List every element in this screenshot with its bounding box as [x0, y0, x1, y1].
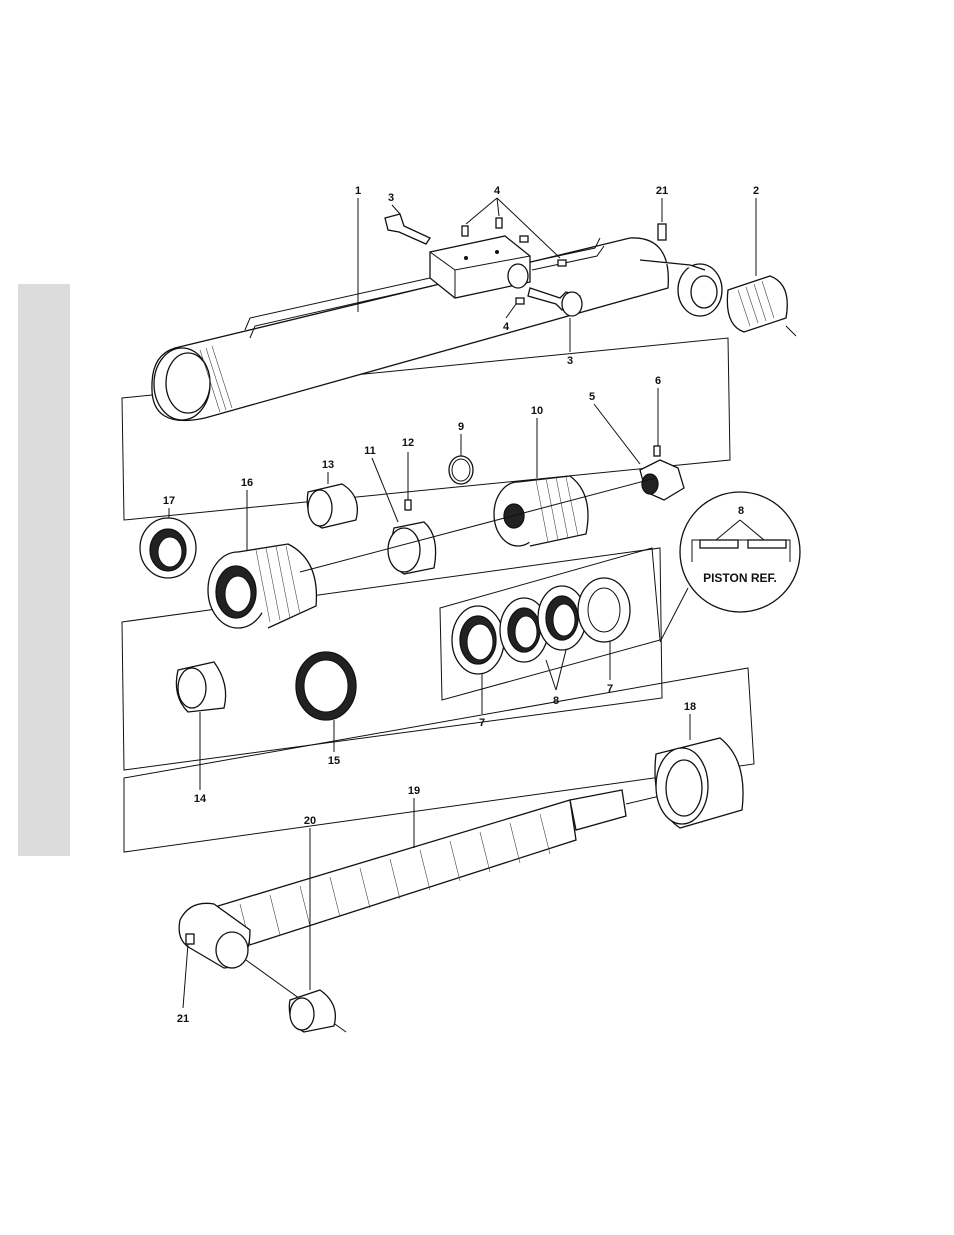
grease-fitting-top — [658, 224, 666, 240]
callout-10: 10 — [531, 405, 543, 417]
grease-fitting-bottom — [186, 934, 194, 944]
callout-6: 6 — [655, 375, 661, 387]
callout-20: 20 — [304, 815, 316, 827]
callout-8-inset: 8 — [738, 505, 744, 517]
plug-4c — [520, 236, 528, 242]
callout-9: 9 — [458, 421, 464, 433]
callout-15: 15 — [328, 755, 340, 767]
rod-assembly — [124, 668, 754, 1032]
piston-ref-label: PISTON REF. — [703, 571, 777, 585]
plug-4b — [496, 218, 502, 228]
piston-gland-group — [122, 388, 800, 790]
callout-4-lower: 4 — [503, 321, 510, 333]
callout-16: 16 — [241, 477, 253, 489]
barrel-end-inner — [166, 353, 210, 413]
callout-3-lower: 3 — [567, 355, 573, 367]
callout-4-upper: 4 — [494, 185, 501, 197]
callout-7-right: 7 — [607, 683, 613, 695]
callout-2: 2 — [753, 185, 759, 197]
callout-3-upper: 3 — [388, 192, 394, 204]
callout-21-top: 21 — [656, 185, 668, 197]
callout-5: 5 — [589, 391, 595, 403]
plug-4e — [516, 298, 524, 304]
callout-1: 1 — [355, 185, 361, 197]
callout-19: 19 — [408, 785, 420, 797]
callout-8-main: 8 — [553, 695, 559, 707]
callout-12: 12 — [402, 437, 414, 449]
callout-11: 11 — [364, 445, 376, 457]
middle-outline-left — [122, 548, 662, 770]
bushing-2 — [727, 276, 787, 332]
callout-18: 18 — [684, 701, 696, 713]
setscrew-6 — [654, 446, 660, 456]
piston-rod — [218, 800, 576, 950]
relief-valve-upper — [385, 214, 430, 244]
callout-21-bottom: 21 — [177, 1013, 189, 1025]
plug-4a — [462, 226, 468, 236]
plug-4d — [558, 260, 566, 266]
callout-7-left: 7 — [479, 717, 485, 729]
callout-14: 14 — [194, 793, 207, 805]
setscrew-12 — [405, 500, 411, 510]
callout-17: 17 — [163, 495, 175, 507]
callout-13: 13 — [322, 459, 334, 471]
